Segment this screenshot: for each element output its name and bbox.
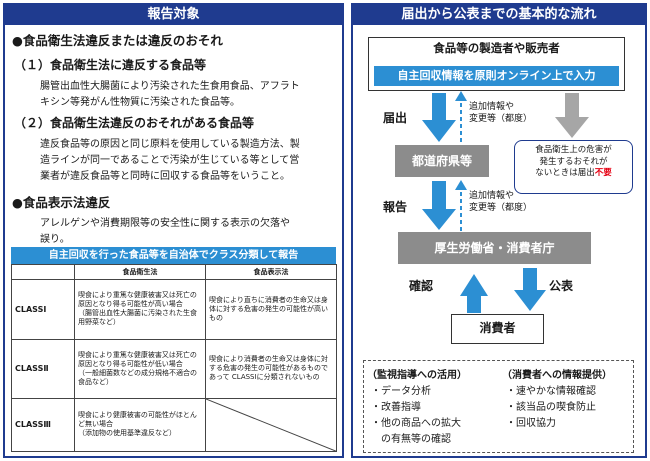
add-info-label-1: 追加情報や 変更等（都度） [469,102,533,124]
consumer-info-item: ・回収協力 [506,418,556,429]
section-labeling-heading: ●食品表示法違反 [12,195,111,210]
class-hygiene-cell: 喫食により重篤な健康被害又は死亡の原因となり得る可能性が低い場合 （一般細菌数な… [74,338,206,399]
sub1-text-line2: キシン等発がん性物質に汚染された食品等。 [40,97,240,108]
class-hygiene-cell: 喫食により健康被害の可能性がほとんど無い場合 （添加物の使用基準違反など） [74,397,206,453]
sub2-text-line1: 違反食品等の原因と同じ原料を使用している製造方法、製 [40,139,300,150]
guidance-title: （監視指導への活用） [367,370,467,381]
section-labeling-text-line2: 誤り。 [40,234,70,245]
online-input-bar: 自主回収情報を原則オンライン上で入力 [374,66,619,86]
class-table-col-labeling: 食品表示法 [205,263,337,281]
kakunin-label: 確認 [409,279,434,293]
prefecture-box: 都道府県等 [395,145,489,177]
class-labeling-cell-empty [205,397,337,453]
not-required-text: 食品衛生上の危害が 発生するおそれが ないときは届出 [535,145,612,178]
sub1-text-line1: 腸管出血性大腸菌により汚染された生食用食品、アフラト [40,81,300,92]
sub1-heading: （１）食品衛生法に違反する食品等 [14,58,207,72]
todoke-arrow [422,93,456,142]
houkoku-arrow [422,181,456,230]
class-label: CLASSⅠ [11,279,75,340]
guidance-item: の有無等の確認 [371,434,451,445]
add-info-label-2: 追加情報や 変更等（都度） [469,191,533,213]
sub2-text-line2: 造ラインが同一であることで汚染が生じている等として営 [40,155,300,166]
class-label: CLASSⅢ [11,397,75,453]
class-table-banner: 自主回収を行った食品等を自治体でクラス分類して報告 [11,247,336,264]
consumer-info-title: （消費者への情報提供） [502,370,612,381]
class-table: 食品衛生法 食品表示法 CLASSⅠ 喫食により重篤な健康被害又は死亡の原因とな… [11,263,337,453]
sub2-text-line3: 業者が違反食品等と同時に回収する食品等をいうこと。 [40,171,290,182]
usage-info-box [363,360,634,453]
guidance-item: ・改善指導 [371,402,421,413]
consumer-info-item: ・速やかな情報確認 [506,386,596,397]
ministry-box: 厚生労働省・消費者庁 [398,232,591,264]
section-labeling-text-line1: アレルゲンや消費期限等の安全性に関する表示の欠落や [40,218,290,229]
class-labeling-cell: 喫食により直ちに消費者の生命又は身体に対する危害の発生の可能性が高いもの [205,279,337,340]
sub2-heading: （２）食品衛生法違反のおそれがある食品等 [14,116,255,130]
guidance-item: ・データ分析 [371,386,431,397]
not-required-arrow [555,93,589,138]
not-required-emphasis: 不要 [594,168,612,178]
todoke-label: 届出 [383,111,408,125]
add-info-arrowhead-1 [455,91,467,101]
table-row: CLASSⅡ 喫食により重篤な健康被害又は死亡の原因となり得る可能性が低い場合 … [11,338,337,399]
class-labeling-cell: 喫食により消費者の生命又は身体に対する危害の発生の可能性があるものであって CL… [205,338,337,399]
manufacturer-label: 食品等の製造者や販売者 [433,41,560,55]
section-hygiene-heading: ●食品衛生法違反または違反のおそれ [12,33,223,48]
kohyo-arrow [514,268,546,311]
class-table-corner [11,263,75,281]
table-row: CLASSⅢ 喫食により健康被害の可能性がほとんど無い場合 （添加物の使用基準違… [11,397,337,453]
kakunin-arrow [460,274,488,313]
add-info-arrowhead-2 [455,180,467,190]
flow-title: 届出から公表までの基本的な流れ [353,5,645,25]
consumer-box: 消費者 [451,314,544,344]
class-table-header: 食品衛生法 食品表示法 [11,263,337,281]
guidance-item: ・他の商品への拡大 [371,418,461,429]
diagonal-slash [206,399,336,451]
consumer-info-item: ・該当品の喫食防止 [506,402,596,413]
kohyo-label: 公表 [549,279,574,293]
class-table-col-hygiene: 食品衛生法 [74,263,206,281]
not-required-note: 食品衛生上の危害が 発生するおそれが ないときは届出不要 [514,140,633,194]
report-target-title: 報告対象 [5,5,342,25]
houkoku-label: 報告 [383,200,408,214]
